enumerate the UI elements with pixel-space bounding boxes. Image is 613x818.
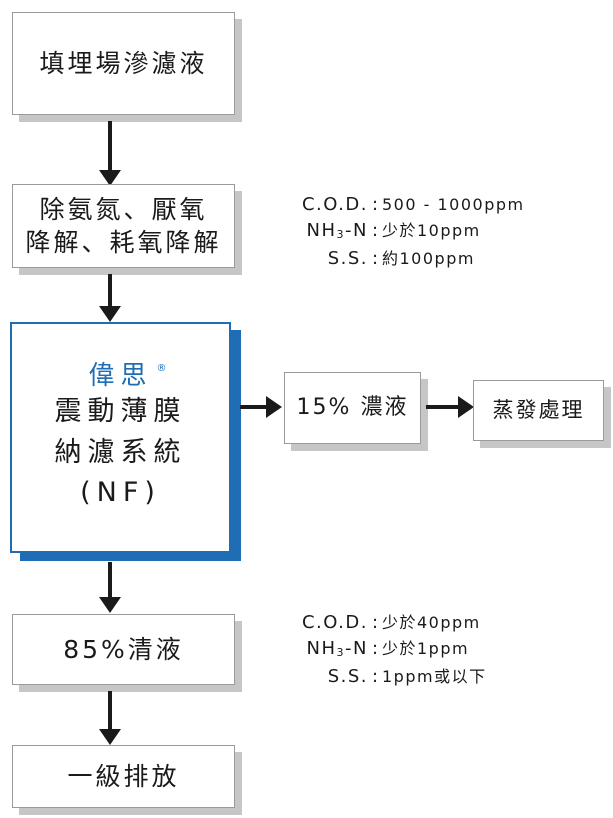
node-system-line1: 震動薄膜 xyxy=(54,396,187,428)
spec-label: C.O.D. xyxy=(301,194,368,215)
spec-value: 約100ppm xyxy=(382,249,475,268)
spec-value: 少於1ppm xyxy=(382,639,470,658)
node-pretreatment-line2: 降解、耗氧降解 xyxy=(25,228,222,257)
spec-value: 少於40ppm xyxy=(382,613,481,632)
registered-mark-icon: ® xyxy=(156,363,167,375)
spec-label: C.O.D. xyxy=(301,612,368,633)
spec-label: NH3-N xyxy=(306,638,368,659)
node-discharge-label: 一級排放 xyxy=(67,762,180,791)
node-concentrate-label: 15% 濃液 xyxy=(296,395,409,421)
node-evaporation-label: 蒸發處理 xyxy=(492,397,585,422)
spec-label: NH3-N xyxy=(306,220,368,241)
spec-label: S.S. xyxy=(327,666,368,687)
spec-value: 500 - 1000ppm xyxy=(382,195,525,214)
brand-name: 偉思® xyxy=(88,361,166,392)
spec-label: S.S. xyxy=(327,248,368,269)
spec-row-nh3n: NH3-N:少於1ppm xyxy=(286,636,487,664)
spec-row-ss: S.S.:約100ppm xyxy=(286,246,525,272)
arrow-system-to-permeate xyxy=(99,562,121,613)
node-system-line2: 納濾系統 xyxy=(54,436,187,468)
node-nf-system: 偉思® 震動薄膜 納濾系統 (NF) xyxy=(10,322,231,553)
arrow-source-to-pretreat xyxy=(99,121,121,186)
node-source: 填埋場滲濾液 xyxy=(12,12,235,115)
spec-value: 1ppm或以下 xyxy=(382,667,487,686)
arrow-pretreat-to-system xyxy=(99,274,121,322)
spec-row-cod: C.O.D.:500 - 1000ppm xyxy=(286,192,525,218)
spec-row-nh3n: NH3-N:少於10ppm xyxy=(286,218,525,246)
arrow-permeate-to-discharge xyxy=(99,691,121,745)
arrow-concentrate-to-evaporation xyxy=(426,396,474,418)
spec-before: C.O.D.:500 - 1000ppm NH3-N:少於10ppm S.S.:… xyxy=(286,192,525,272)
spec-after: C.O.D.:少於40ppm NH3-N:少於1ppm S.S.:1ppm或以下 xyxy=(286,610,487,690)
node-pretreatment: 除氨氮、厭氧 降解、耗氧降解 xyxy=(12,184,235,268)
node-permeate-label: 85%清液 xyxy=(63,635,184,664)
spec-row-cod: C.O.D.:少於40ppm xyxy=(286,610,487,636)
node-concentrate: 15% 濃液 xyxy=(284,372,421,444)
node-system-line3: (NF) xyxy=(80,477,161,509)
node-permeate: 85%清液 xyxy=(12,614,235,685)
node-discharge: 一級排放 xyxy=(12,745,235,808)
node-source-label: 填埋場滲濾液 xyxy=(39,49,208,78)
spec-value: 少於10ppm xyxy=(382,221,481,240)
brand-text: 偉思 xyxy=(88,361,153,392)
node-pretreatment-line1: 除氨氮、厭氧 xyxy=(39,195,208,224)
arrow-system-to-concentrate xyxy=(240,396,282,418)
spec-row-ss: S.S.:1ppm或以下 xyxy=(286,664,487,690)
node-evaporation: 蒸發處理 xyxy=(473,380,604,441)
